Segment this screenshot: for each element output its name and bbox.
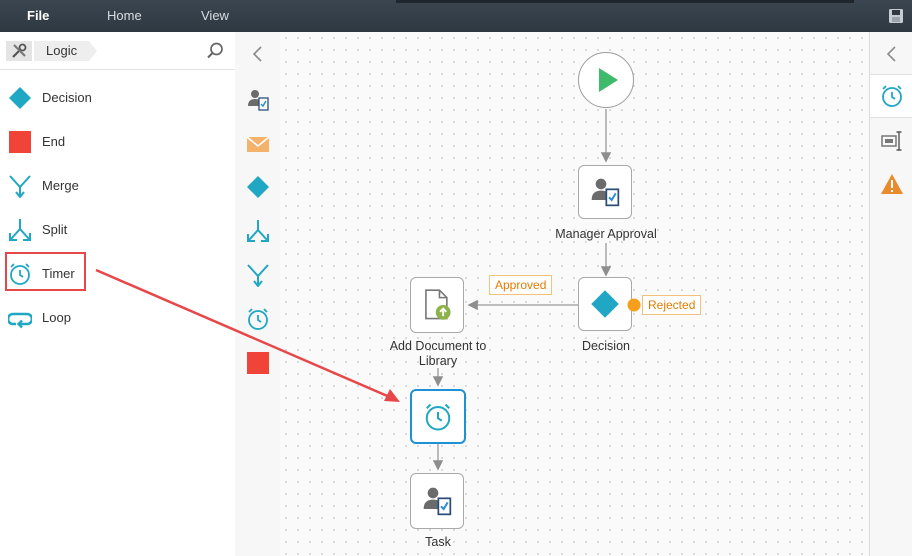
approved-tag[interactable]: Approved [489,275,553,295]
warning-icon [880,174,903,194]
menu-divider [396,0,854,3]
tool-item-timer[interactable]: Timer [0,252,235,296]
manager-approval-label: Manager Approval [555,227,657,241]
play-icon [599,68,618,92]
chevron-left-icon[interactable] [248,44,268,64]
timer-node[interactable] [410,389,466,444]
add-document-label: Add Document to Library [389,339,487,368]
task-node[interactable] [410,473,464,529]
tool-item-merge[interactable]: Merge [0,164,235,208]
breadcrumb-logic[interactable]: Logic [34,41,98,61]
rejected-port-dot[interactable] [627,298,641,312]
toolbox-header: Logic [0,32,235,70]
tool-item-label: Split [42,222,68,237]
tool-item-decision[interactable]: Decision [0,76,235,120]
menu-file[interactable]: File [27,8,50,23]
tool-item-label: Loop [42,310,71,325]
merge-icon[interactable] [246,263,270,287]
timer-properties-tab[interactable] [870,74,912,118]
timer-icon[interactable] [246,307,270,331]
tool-item-loop[interactable]: Loop [0,296,235,340]
tool-item-label: Timer [42,266,75,281]
top-menu-bar: File Home View [0,0,912,32]
text-field-icon [880,131,901,151]
user-task-icon [423,487,452,516]
merge-icon [9,175,31,198]
form-properties-tab[interactable] [870,120,912,162]
split-icon[interactable] [246,219,270,243]
timer-icon [10,263,30,285]
menu-home[interactable]: Home [107,8,142,23]
decision-label: Decision [582,339,630,353]
end-square-icon [9,131,31,153]
email-icon[interactable] [246,132,270,156]
tool-item-label: Decision [42,90,92,105]
workflow-canvas[interactable] [280,32,869,556]
tools-icon [6,41,32,61]
start-node[interactable] [578,52,634,108]
timer-highlight-box [5,252,86,291]
menu-view[interactable]: View [201,8,229,23]
user-task-icon [591,178,620,207]
end-square-icon[interactable] [246,351,270,375]
task-label: Task [425,535,451,549]
breadcrumb[interactable]: Logic [6,40,98,62]
decision-diamond-icon [9,87,31,109]
decision-diamond-icon[interactable] [246,175,270,199]
quick-tools-strip [235,32,281,556]
tool-item-label: End [42,134,66,149]
tool-item-end[interactable]: End [0,120,235,164]
tool-item-split[interactable]: Split [0,208,235,252]
document-upload-icon [425,289,451,320]
loop-icon [8,312,32,329]
manager-approval-node[interactable] [578,165,632,219]
add-document-node[interactable] [410,277,464,333]
properties-panel [869,32,912,556]
decision-diamond-icon [591,290,619,318]
timer-icon [425,403,451,430]
user-task-icon[interactable] [246,88,270,112]
chevron-left-icon[interactable] [882,44,902,64]
warnings-tab[interactable] [870,163,912,205]
split-icon [9,219,31,241]
toolbox-panel: Logic Decision End Merge Split [0,32,236,556]
rejected-tag[interactable]: Rejected [642,295,702,315]
decision-node[interactable] [578,277,632,331]
search-icon[interactable] [205,41,225,61]
timer-icon [881,85,902,107]
tool-item-label: Merge [42,178,79,193]
save-icon[interactable] [888,8,904,24]
